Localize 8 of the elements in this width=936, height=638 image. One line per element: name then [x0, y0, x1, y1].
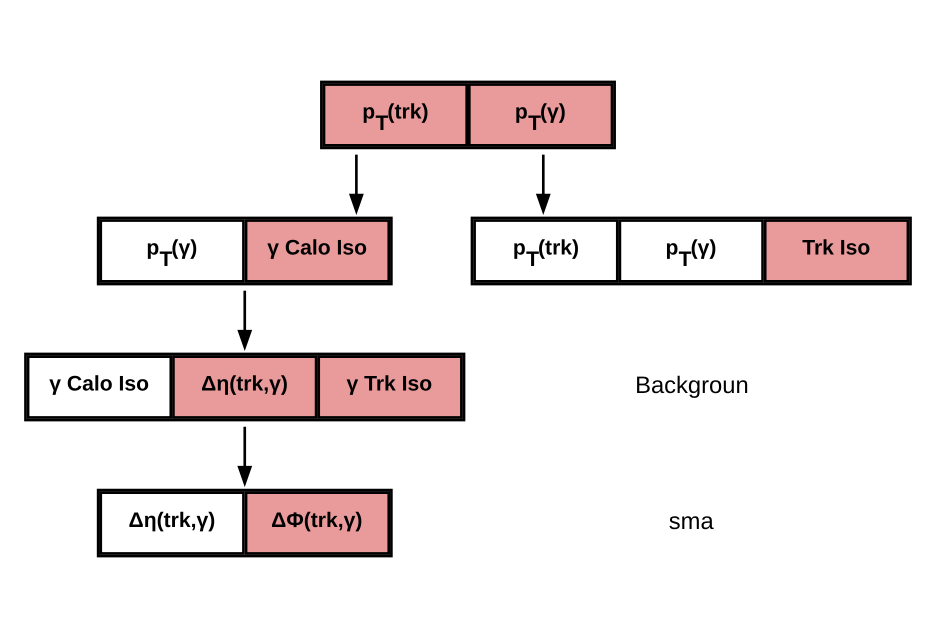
- arrow: [348, 154, 364, 215]
- arrow: [536, 154, 551, 215]
- node-box: γ Calo Iso Δη(trk,γ) γ Trk Iso: [24, 352, 466, 422]
- arrow: [237, 290, 252, 352]
- node-box: Δη(trk,γ) ΔΦ(trk,γ): [96, 488, 393, 558]
- label: sma: [668, 508, 714, 535]
- label: Backgroun: [635, 372, 749, 399]
- arrow: [237, 426, 252, 488]
